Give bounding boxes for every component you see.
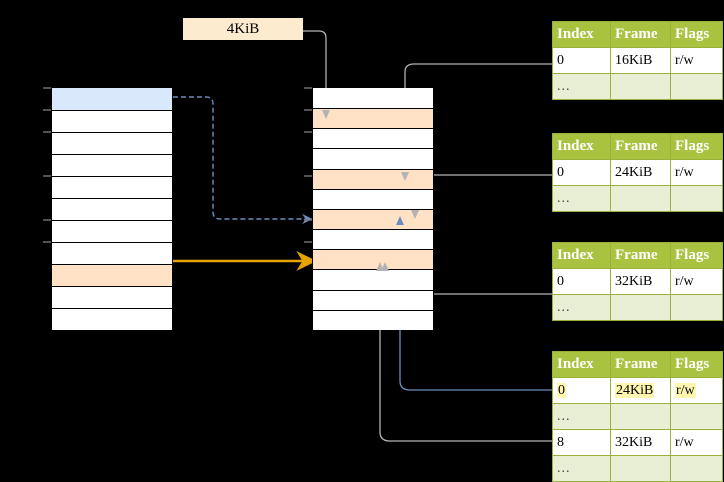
cell-frame (610, 73, 671, 100)
cell-frame (610, 455, 671, 482)
page-table-4: Index Frame Flags 0 24KiB r/w ... 8 32Ki… (552, 351, 723, 482)
cell-index: ... (552, 403, 611, 430)
physical-frame-row (313, 229, 433, 250)
virtual-address-row (52, 110, 172, 132)
cell-flags: r/w (670, 429, 723, 456)
virtual-address-row (52, 176, 172, 198)
cell-index: ... (552, 455, 611, 482)
page-table-2: Index Frame Flags 0 24KiB r/w ... (552, 133, 723, 212)
column-header-index: Index (552, 133, 611, 160)
virtual-address-row (52, 220, 172, 242)
cell-frame: 24KiB (610, 377, 671, 404)
physical-frame-row (313, 309, 433, 330)
column-header-frame: Frame (610, 133, 671, 160)
physical-frame-row (313, 269, 433, 290)
cell-frame: 16KiB (610, 47, 671, 74)
column-header-frame: Frame (610, 351, 671, 378)
table-header-row: Index Frame Flags (552, 242, 723, 269)
cell-flags (670, 294, 723, 321)
page-size-badge: 4KiB (183, 18, 303, 40)
column-header-flags: Flags (670, 21, 723, 48)
physical-frame-row (313, 188, 433, 209)
cell-flags (670, 185, 723, 212)
table-row: ... (552, 403, 723, 430)
cell-index: ... (552, 185, 611, 212)
physical-frame-row (313, 289, 433, 310)
table-row: 0 24KiB r/w (552, 159, 723, 186)
physical-frame-row (313, 88, 433, 109)
table-row: 0 16KiB r/w (552, 47, 723, 74)
cell-index: 0 (552, 159, 611, 186)
cell-index: 0 (552, 377, 611, 404)
cell-frame: 24KiB (610, 159, 671, 186)
virtual-address-row (52, 308, 172, 330)
cell-frame (610, 294, 671, 321)
page-size-label: 4KiB (226, 20, 260, 37)
virtual-address-column (51, 88, 173, 330)
physical-frame-row (313, 148, 433, 169)
physical-frame-row (313, 249, 433, 270)
cell-flags (670, 73, 723, 100)
connector-virtual-to-frame-dashed (173, 96, 313, 225)
page-table-3: Index Frame Flags 0 32KiB r/w ... (552, 242, 723, 321)
cell-index: ... (552, 294, 611, 321)
cell-flags-value: r/w (675, 382, 696, 398)
cell-frame: 32KiB (610, 268, 671, 295)
cell-flags (670, 403, 723, 430)
cell-index: 0 (552, 47, 611, 74)
virtual-address-row (52, 286, 172, 308)
physical-frame-row (313, 128, 433, 149)
column-header-flags: Flags (670, 133, 723, 160)
table-header-row: Index Frame Flags (552, 351, 723, 378)
connector-table2-to-frame (410, 174, 552, 219)
cell-index: 8 (552, 429, 611, 456)
cell-flags: r/w (670, 268, 723, 295)
virtual-address-row (52, 154, 172, 176)
column-header-index: Index (552, 242, 611, 269)
table-row: 0 24KiB r/w (552, 377, 723, 404)
table-row: ... (552, 73, 723, 100)
cell-frame (610, 185, 671, 212)
physical-frame-row (313, 168, 433, 189)
physical-frame-row (313, 108, 433, 129)
physical-frame-row (313, 208, 433, 230)
cell-frame (610, 403, 671, 430)
physical-frame-column (312, 88, 434, 330)
cell-flags: r/w (670, 159, 723, 186)
column-header-index: Index (552, 351, 611, 378)
cell-flags: r/w (670, 377, 723, 404)
column-header-frame: Frame (610, 242, 671, 269)
page-table-1: Index Frame Flags 0 16KiB r/w ... (552, 21, 723, 100)
table-row: ... (552, 294, 723, 321)
table-header-row: Index Frame Flags (552, 21, 723, 48)
column-header-flags: Flags (670, 351, 723, 378)
table-row: ... (552, 455, 723, 482)
cell-index: ... (552, 73, 611, 100)
table-row: 8 32KiB r/w (552, 429, 723, 456)
column-header-index: Index (552, 21, 611, 48)
cell-index-value: 0 (557, 382, 566, 398)
virtual-address-row (52, 198, 172, 220)
virtual-address-row (52, 242, 172, 264)
table-header-row: Index Frame Flags (552, 133, 723, 160)
table-row: 0 32KiB r/w (552, 268, 723, 295)
table-row: ... (552, 185, 723, 212)
cell-frame-value: 24KiB (615, 382, 655, 398)
virtual-address-row (52, 88, 172, 110)
cell-flags (670, 455, 723, 482)
column-header-frame: Frame (610, 21, 671, 48)
column-header-flags: Flags (670, 242, 723, 269)
cell-index: 0 (552, 268, 611, 295)
cell-flags: r/w (670, 47, 723, 74)
virtual-address-row (52, 132, 172, 154)
virtual-address-row (52, 264, 172, 286)
cell-frame: 32KiB (610, 429, 671, 456)
